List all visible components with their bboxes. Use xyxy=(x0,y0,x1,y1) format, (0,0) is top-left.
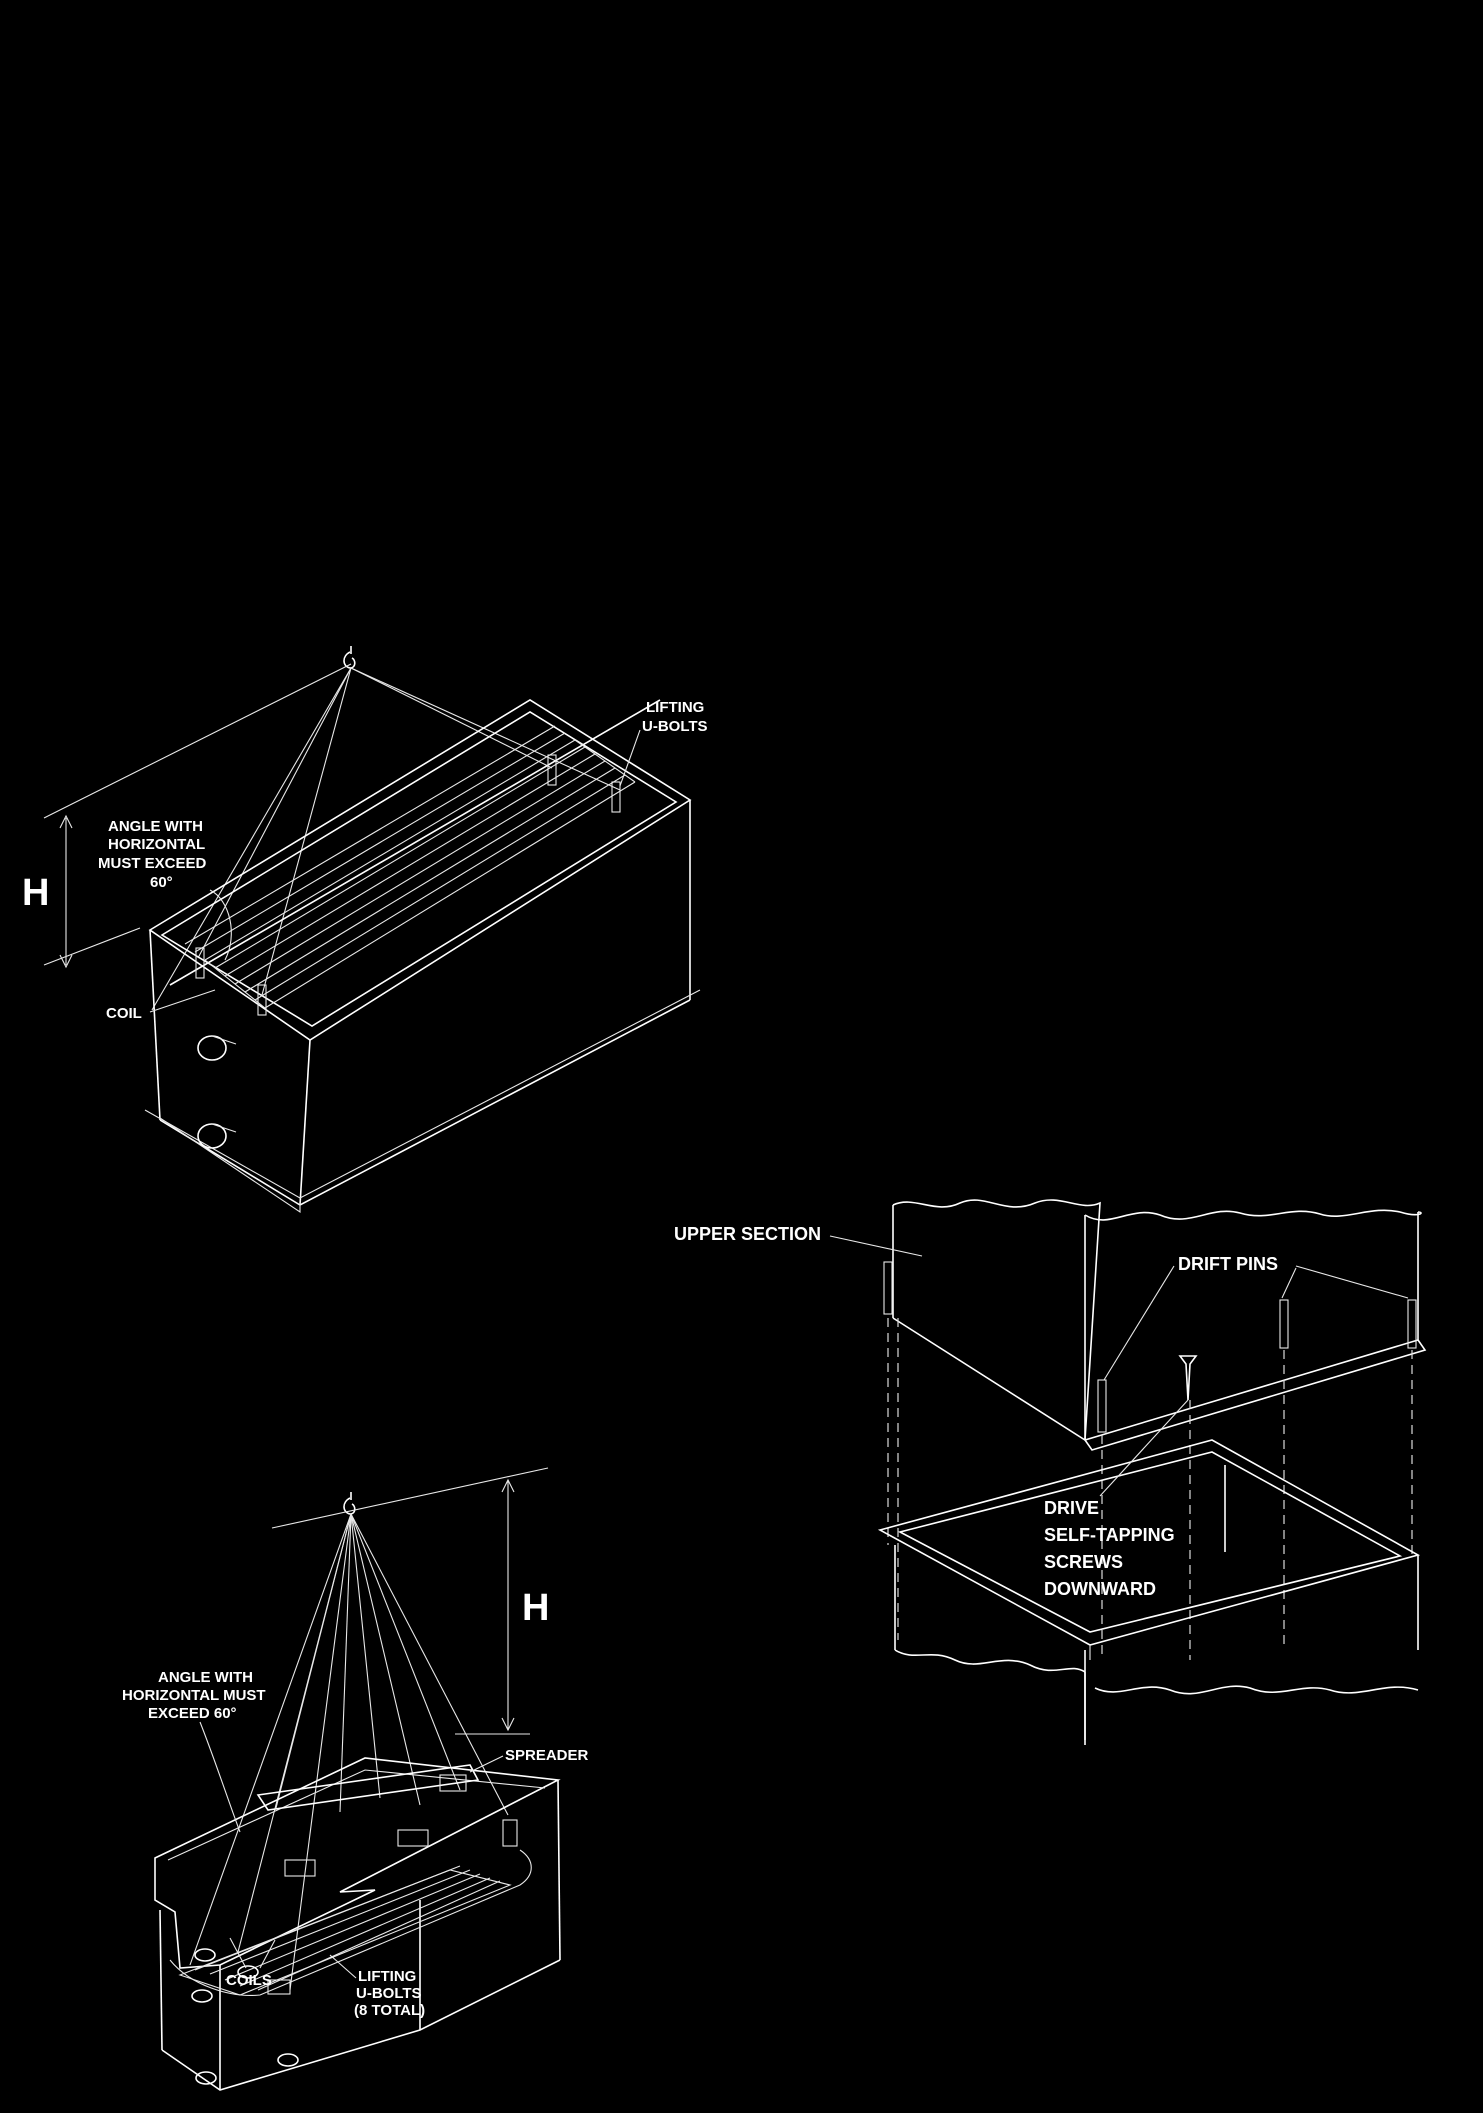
svg-text:SPREADER: SPREADER xyxy=(505,1747,589,1764)
coil-callout: COIL xyxy=(106,989,216,1022)
svg-text:LIFTING: LIFTING xyxy=(358,1968,416,1985)
screw-icon xyxy=(1178,1355,1198,1401)
height-label: H xyxy=(522,1587,549,1629)
svg-text:U-BOLTS: U-BOLTS xyxy=(642,718,708,735)
svg-text:LIFTING: LIFTING xyxy=(646,699,704,716)
upper-section xyxy=(892,1199,1427,1451)
pipe-connection-icon xyxy=(197,1035,237,1149)
svg-text:ANGLE WITH: ANGLE WITH xyxy=(158,1669,253,1686)
u-bolt-icon xyxy=(195,754,621,1016)
svg-text:(8 TOTAL): (8 TOTAL) xyxy=(354,2002,425,2019)
coil-box xyxy=(144,699,701,1214)
height-dimension xyxy=(43,663,352,969)
lifting-u-bolts-callout: LIFTING U-BOLTS xyxy=(619,699,708,787)
svg-text:ANGLE WITH: ANGLE WITH xyxy=(108,818,203,835)
coil-box xyxy=(154,1757,561,2091)
figure-2-spreader-lift: H xyxy=(122,1467,589,2091)
slings xyxy=(151,667,621,1011)
spreader-callout: SPREADER xyxy=(469,1747,589,1773)
height-label: H xyxy=(22,872,49,914)
svg-text:HORIZONTAL MUST: HORIZONTAL MUST xyxy=(122,1687,266,1704)
upper-section-callout: UPPER SECTION xyxy=(674,1224,923,1257)
svg-text:DRIVE: DRIVE xyxy=(1044,1498,1099,1518)
screws-note: DRIVE SELF-TAPPING SCREWS DOWNWARD xyxy=(1044,1399,1189,1599)
height-dimension xyxy=(271,1467,549,1735)
drift-pins-callout: DRIFT PINS xyxy=(1103,1254,1409,1381)
lifting-u-bolts-callout: LIFTING U-BOLTS (8 TOTAL) xyxy=(329,1954,425,2019)
crane-hook-icon xyxy=(343,1492,356,1515)
coil-fins xyxy=(184,725,636,1009)
svg-text:SCREWS: SCREWS xyxy=(1044,1552,1123,1572)
drift-pin-icon xyxy=(883,1261,1417,1433)
svg-text:COILS: COILS xyxy=(226,1972,272,1989)
svg-text:SELF-TAPPING: SELF-TAPPING xyxy=(1044,1525,1175,1545)
svg-text:60°: 60° xyxy=(150,874,173,891)
svg-text:U-BOLTS: U-BOLTS xyxy=(356,1985,422,2002)
svg-text:HORIZONTAL: HORIZONTAL xyxy=(108,836,205,853)
lower-section xyxy=(877,1439,1421,1745)
svg-text:DOWNWARD: DOWNWARD xyxy=(1044,1579,1156,1599)
coils-callout: COILS xyxy=(226,1937,276,1989)
crane-hook-icon xyxy=(343,646,356,669)
angle-note: ANGLE WITH HORIZONTAL MUST EXCEED 60° xyxy=(98,818,232,961)
alignment-lines xyxy=(887,1318,1413,1660)
svg-text:UPPER SECTION: UPPER SECTION xyxy=(674,1224,821,1244)
angle-note: ANGLE WITH HORIZONTAL MUST EXCEED 60° xyxy=(122,1669,266,1833)
svg-text:EXCEED 60°: EXCEED 60° xyxy=(148,1705,237,1722)
svg-text:DRIFT PINS: DRIFT PINS xyxy=(1178,1254,1278,1274)
svg-text:MUST EXCEED: MUST EXCEED xyxy=(98,855,207,872)
figure-3-section-joint: UPPER SECTION DRIFT PINS DRIVE SELF-TAPP… xyxy=(674,1199,1427,1745)
slings xyxy=(189,1513,509,1991)
svg-text:COIL: COIL xyxy=(106,1005,142,1022)
figure-1-coil-lift: H xyxy=(22,646,708,1214)
